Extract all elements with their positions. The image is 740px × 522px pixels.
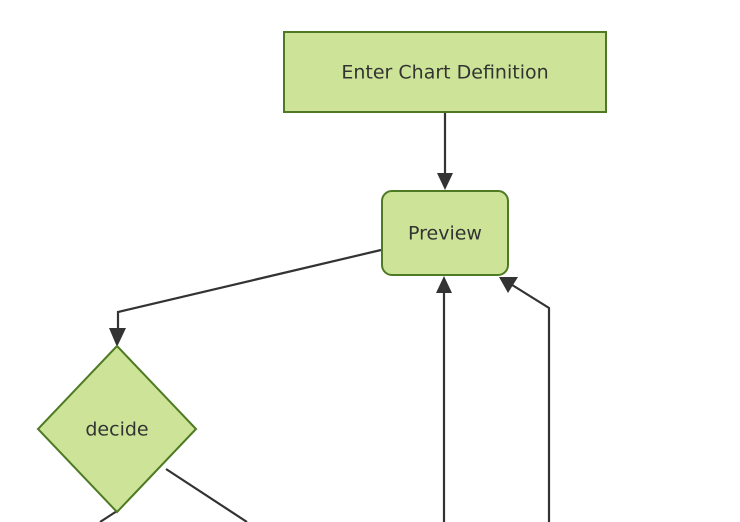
node-label-preview: Preview	[408, 223, 482, 245]
edge-decide-bottom-left[interactable]	[99, 510, 118, 522]
arrowhead-down-icon	[437, 173, 453, 190]
node-layer: Enter Chart Definition Preview decide	[36, 31, 607, 514]
node-shape-rectangle	[283, 31, 607, 113]
node-decide[interactable]: decide	[36, 344, 198, 514]
node-enter-chart-definition[interactable]: Enter Chart Definition	[283, 31, 607, 113]
edge-line	[508, 282, 551, 522]
edge-enter-to-preview[interactable]	[437, 113, 453, 190]
edge-preview-to-decide[interactable]	[109, 248, 382, 347]
node-shape-rounded-rectangle	[381, 190, 509, 276]
node-label-decide: decide	[85, 419, 148, 441]
arrowhead-down-icon	[109, 328, 126, 347]
edge-line	[99, 510, 118, 522]
edge-decide-bottom-right[interactable]	[165, 468, 248, 522]
edge-return-right-to-preview[interactable]	[499, 277, 551, 522]
edge-return-center-to-preview[interactable]	[436, 276, 452, 522]
node-label-enter-chart-definition: Enter Chart Definition	[341, 62, 548, 84]
node-shape-diamond	[36, 344, 198, 514]
edge-line	[165, 468, 248, 522]
edge-line	[116, 248, 382, 335]
arrowhead-up-left-icon	[499, 277, 518, 293]
edge-layer	[99, 113, 551, 522]
arrowhead-up-icon	[436, 276, 452, 293]
node-preview[interactable]: Preview	[381, 190, 509, 276]
